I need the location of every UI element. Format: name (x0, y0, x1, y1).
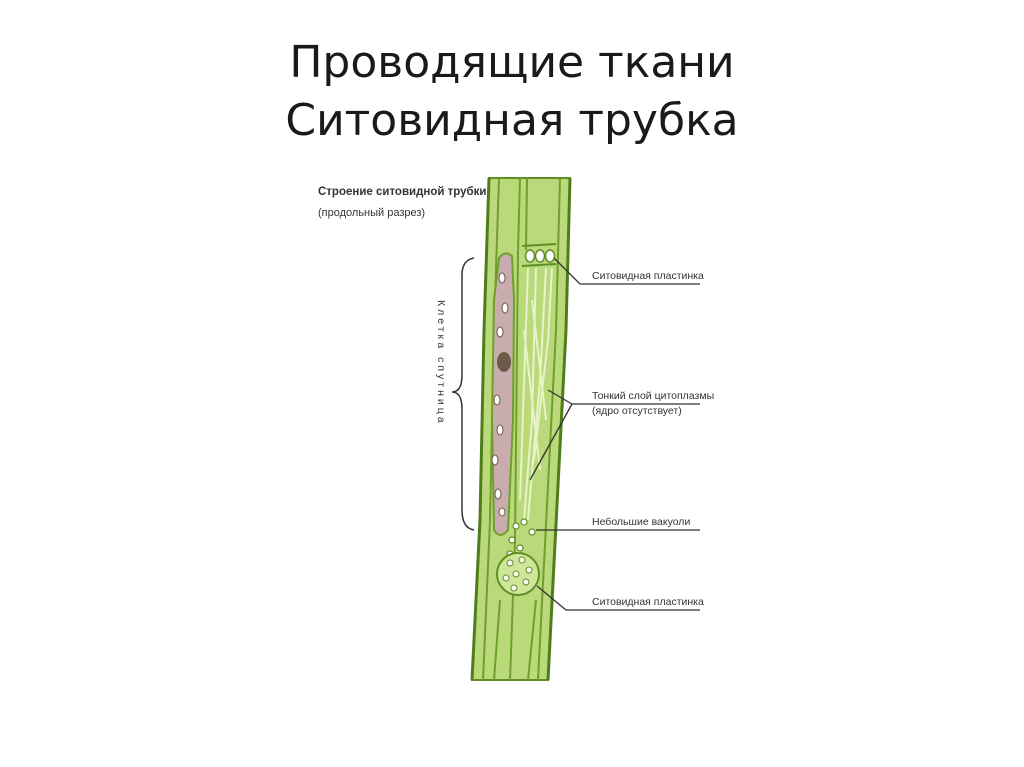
companion-cell-label: Клетка спутница (435, 300, 447, 426)
title-line-2: Ситовидная трубка (285, 95, 739, 146)
diagram-heading: Строение ситовидной трубки (318, 186, 486, 198)
companion-cell-brace (451, 257, 475, 531)
label-sieve-plate-bottom: Ситовидная пластинка (592, 596, 704, 608)
slide-title: Проводящие ткани Ситовидная трубка (0, 34, 1024, 150)
bottom-sieve-plate (496, 552, 540, 596)
small-vacuoles (506, 518, 536, 558)
label-sieve-plate-top: Ситовидная пластинка (592, 270, 704, 282)
cytoplasm-strands (519, 267, 553, 521)
companion-cell (490, 252, 516, 536)
label-cytoplasm: Тонкий слой цитоплазмы (592, 390, 714, 402)
diagram-subheading: (продольный разрез) (318, 207, 425, 219)
label-no-nucleus: (ядро отсутствует) (592, 405, 682, 417)
sieve-tube (470, 177, 572, 681)
leader-lines (529, 257, 700, 611)
nucleus (497, 352, 511, 372)
title-line-1: Проводящие ткани (289, 37, 735, 88)
top-sieve-plate (521, 243, 557, 267)
label-vacuoles: Небольшие вакуоли (592, 516, 690, 528)
